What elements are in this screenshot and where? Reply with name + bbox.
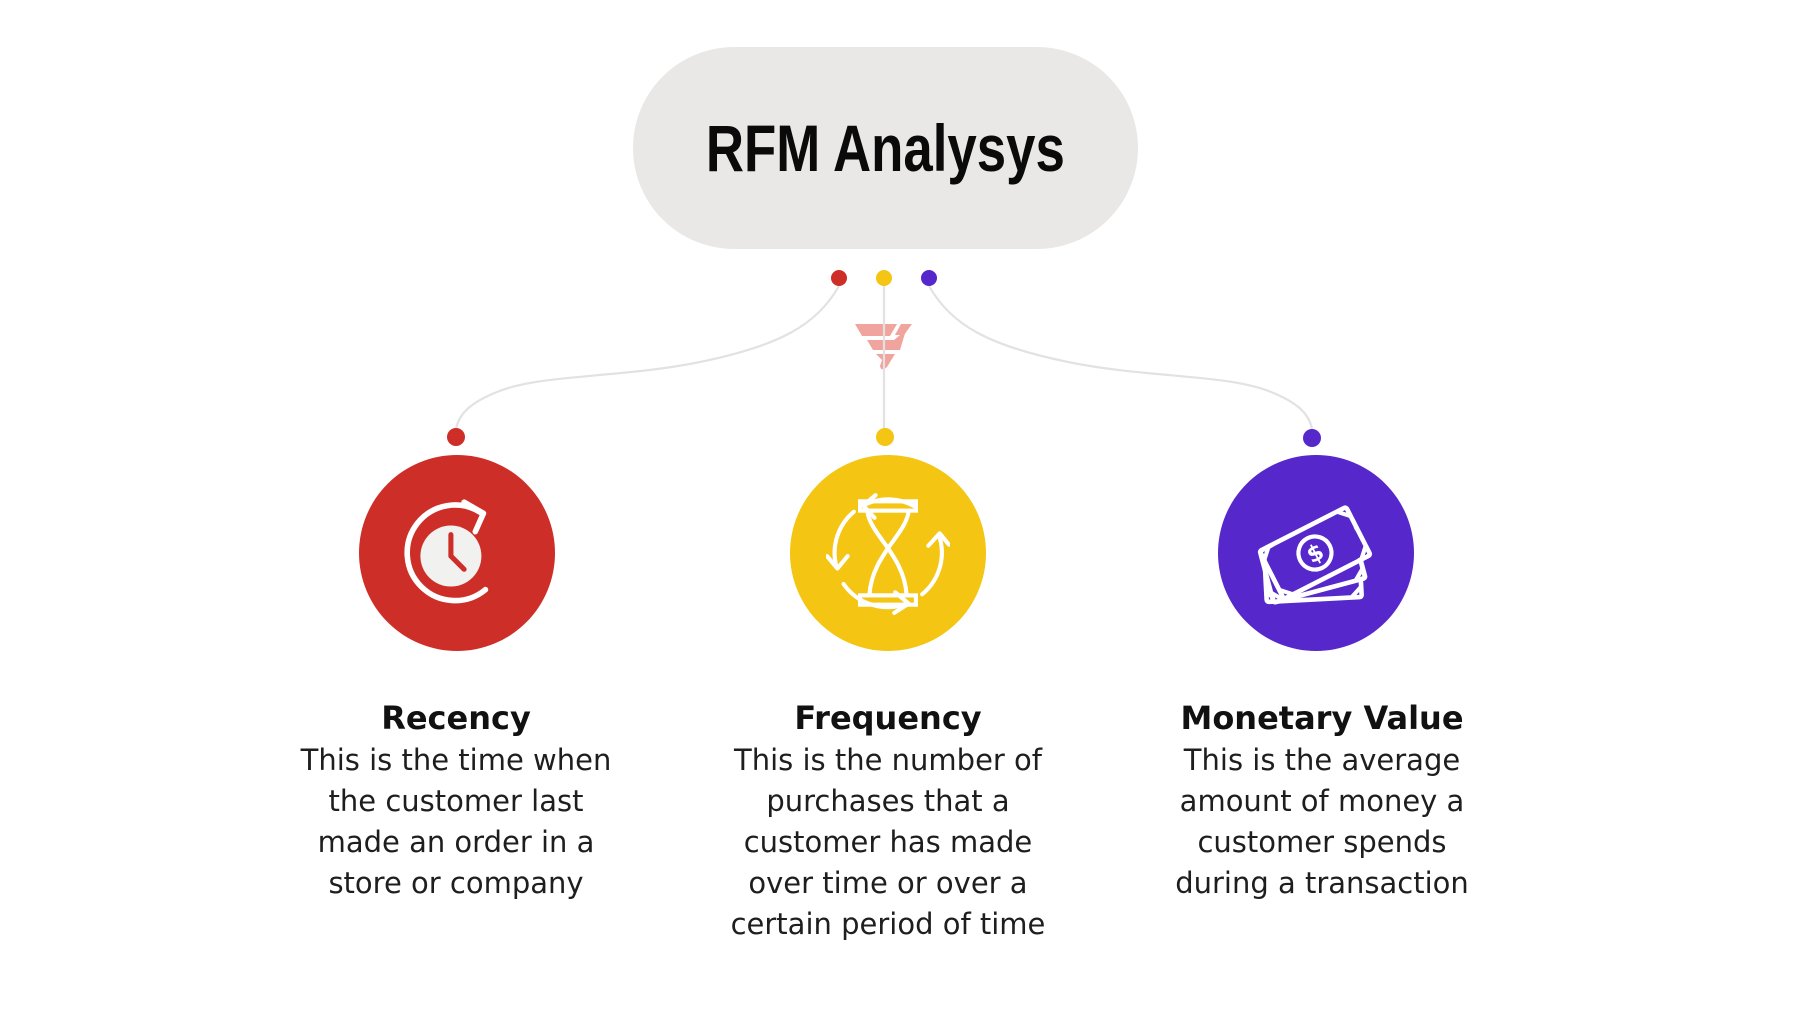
node-dot-frequency <box>876 428 894 446</box>
connector-right <box>928 285 1314 430</box>
monetary-label: Monetary Value <box>1180 699 1464 737</box>
node-dot-recency <box>447 428 465 446</box>
recency-circle <box>359 455 555 651</box>
funnel-icon <box>855 324 912 370</box>
page-title: RFM Analysys <box>706 111 1065 185</box>
banner-dot-monetary <box>921 270 937 286</box>
banner-dot-frequency <box>876 270 892 286</box>
money-bills-icon: $ <box>1257 505 1373 605</box>
hourglass-cycle-icon <box>826 493 950 615</box>
monetary-circle: $ <box>1218 455 1414 651</box>
recency-label: Recency <box>381 699 531 737</box>
title-banner: RFM Analysys <box>633 47 1138 249</box>
history-clock-icon <box>404 499 489 604</box>
frequency-circle <box>790 455 986 651</box>
banner-dot-recency <box>831 270 847 286</box>
node-dot-monetary <box>1303 429 1321 447</box>
connector-left <box>454 285 840 430</box>
frequency-label: Frequency <box>794 699 982 737</box>
